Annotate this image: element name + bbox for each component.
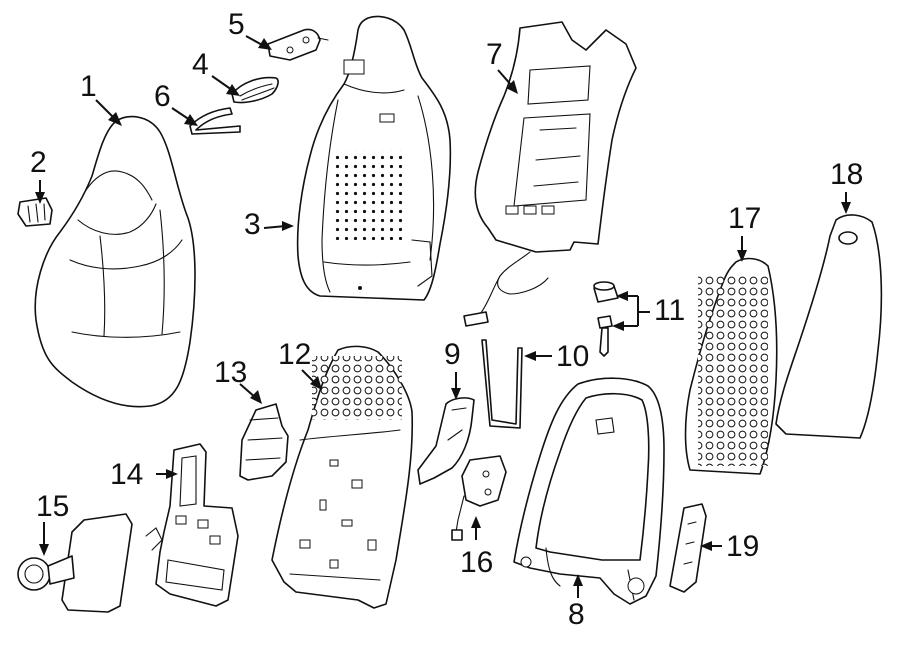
arrow-19: [700, 541, 712, 551]
arrow-3: [282, 221, 294, 231]
heater-mat: [463, 21, 637, 327]
mechanism-14: [145, 443, 239, 607]
arrow-11-bottom: [612, 321, 624, 331]
callout-12: 12: [278, 338, 312, 371]
callout-16: 16: [460, 546, 494, 579]
callout-3: 3: [244, 208, 261, 241]
bracket-5: [267, 28, 329, 61]
callout-17: 17: [728, 202, 762, 235]
bracket-13: [239, 403, 289, 481]
seat-back-panel: [271, 345, 414, 609]
leader-lines: [35, 35, 851, 598]
arrow-11-top: [616, 291, 628, 301]
callout-5: 5: [228, 8, 245, 41]
leader-1: [95, 99, 115, 119]
fastener-set: [593, 281, 619, 357]
seat-back-frame: [513, 377, 665, 605]
callout-11: 11: [654, 294, 686, 327]
seat-back-pad: [296, 15, 452, 301]
callout-13: 13: [214, 356, 248, 389]
trim-strip-6: [189, 107, 241, 135]
callout-8: 8: [568, 598, 585, 631]
callout-18: 18: [830, 158, 864, 191]
callout-6: 6: [154, 80, 171, 113]
leader-7: [497, 69, 513, 87]
trim-19: [669, 503, 707, 593]
callout-9: 9: [444, 338, 461, 371]
guide-rod: [481, 339, 523, 429]
arrow-2: [35, 192, 45, 204]
trim-piece-4: [231, 76, 279, 104]
arrow-13: [250, 390, 262, 404]
arrow-6: [184, 114, 198, 126]
leader-4: [211, 75, 233, 91]
side-trim-9: [417, 397, 475, 485]
arrow-8: [573, 574, 583, 586]
arrow-7: [506, 80, 518, 94]
leader-6: [171, 107, 191, 121]
arrow-5: [258, 38, 272, 50]
bracket-16: [451, 455, 507, 541]
callout-19: 19: [726, 530, 760, 563]
callout-2: 2: [30, 146, 47, 179]
arrow-1: [108, 112, 122, 126]
callout-1: 1: [80, 70, 97, 103]
back-panel: [775, 214, 883, 439]
perforated-pad: [684, 257, 778, 475]
arrow-18: [841, 202, 851, 214]
clip: [17, 197, 53, 227]
arrow-14: [166, 469, 178, 479]
arrow-9: [451, 388, 461, 400]
arrow-12: [310, 376, 322, 390]
callout-10: 10: [556, 340, 590, 373]
knob-assembly-15: [17, 513, 133, 613]
callout-15: 15: [36, 490, 70, 523]
callout-4: 4: [192, 48, 209, 81]
arrow-15: [39, 544, 49, 556]
callout-14: 14: [110, 458, 144, 491]
arrow-16: [471, 516, 481, 528]
arrow-10: [524, 351, 536, 361]
arrow-4: [226, 84, 240, 96]
arrow-17: [737, 250, 747, 262]
callout-7: 7: [486, 38, 503, 71]
seat-back-cover: [34, 115, 196, 408]
